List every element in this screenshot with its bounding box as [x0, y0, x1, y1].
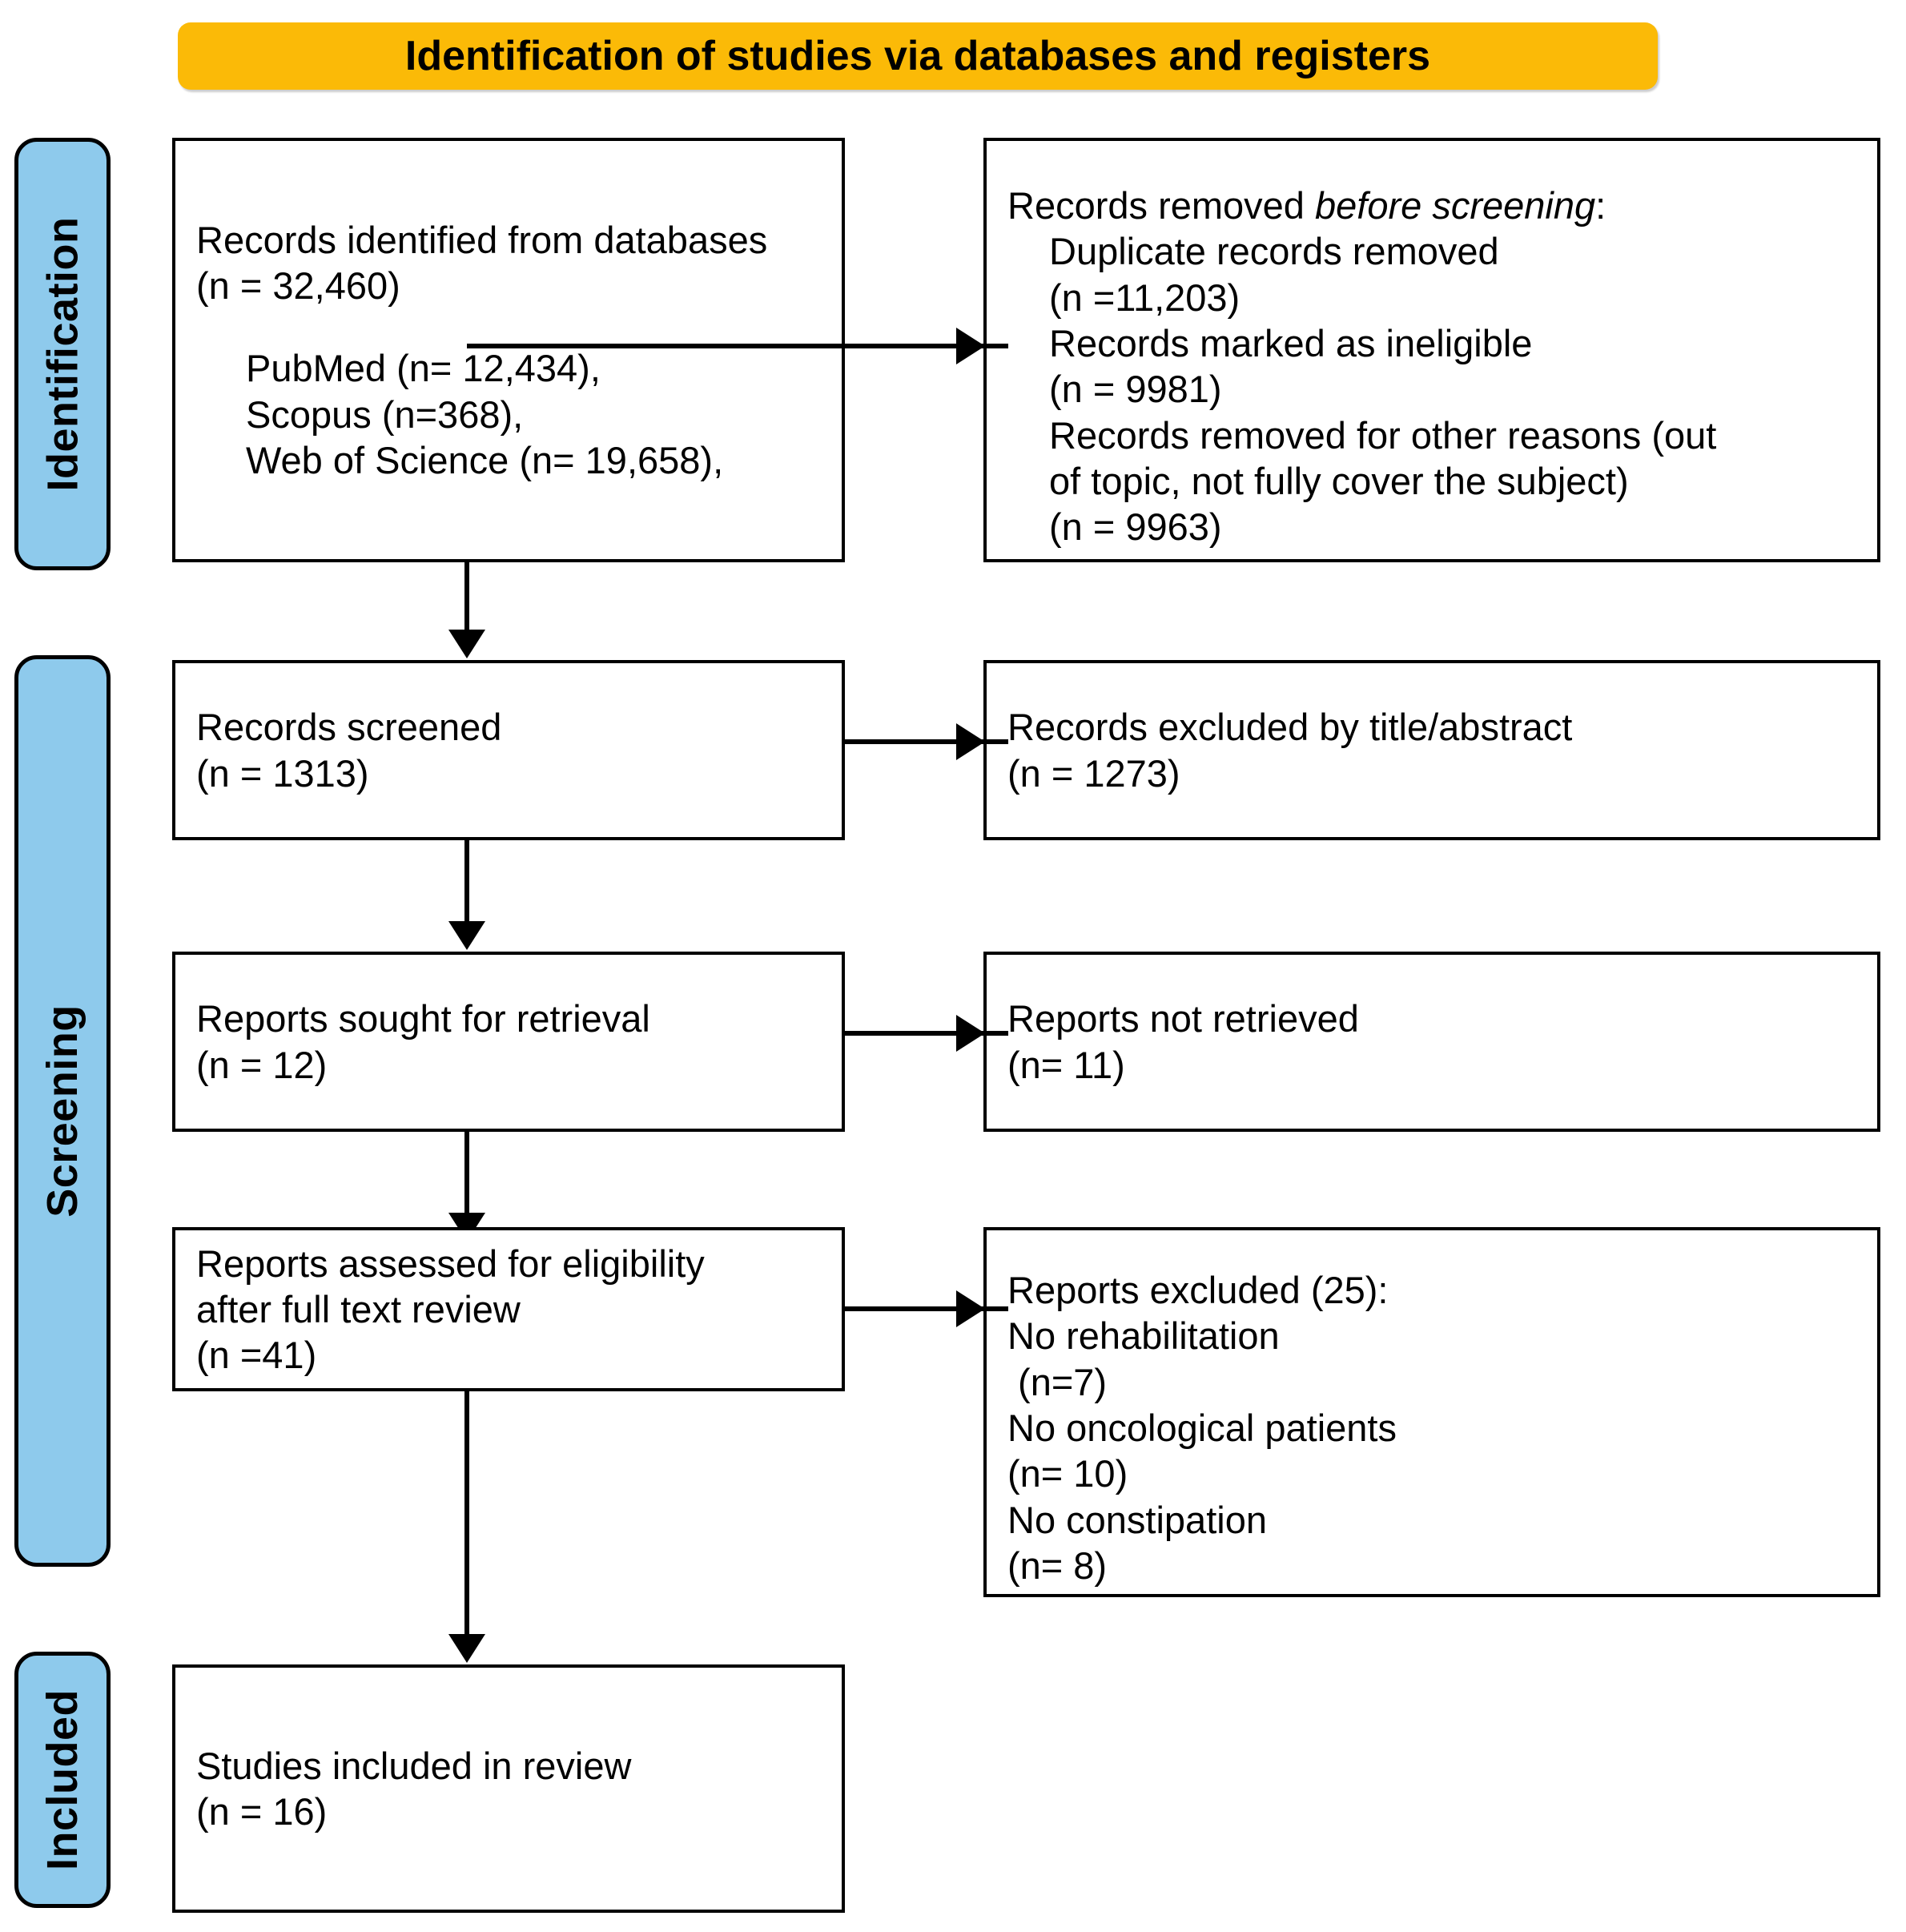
connector-screened-to-sought [464, 840, 469, 927]
phase-bar-included: Included [14, 1652, 111, 1908]
reports-excluded-heading: Reports excluded (25): [1007, 1269, 1389, 1311]
arrowhead-assessed-to-included [448, 1634, 485, 1663]
reports-excluded-no-constipation-label: No constipation [1007, 1498, 1267, 1541]
reports-excluded-no-constipation-n: (n= 8) [1007, 1544, 1108, 1587]
studies-included-n: (n = 16) [196, 1790, 328, 1833]
arrowhead-identified-to-removed [956, 328, 985, 364]
banner-title: Identification of studies via databases … [404, 33, 1431, 79]
reports-excluded-no-oncological-label: No oncological patients [1007, 1406, 1397, 1449]
reports-not-retrieved-n: (n= 11) [1007, 1043, 1125, 1086]
box-records-identified: Records identified from databases (n = 3… [172, 138, 845, 562]
box-reports-sought: Reports sought for retrieval (n = 12) [172, 952, 845, 1132]
records-removed-other-label-line2: of topic, not fully cover the subject) [1049, 459, 1629, 502]
box-records-removed-before-screening: Records removed before screening: Duplic… [983, 138, 1880, 562]
arrowhead-screened-to-excluded [956, 723, 985, 760]
connector-assessed-to-included [464, 1391, 469, 1640]
records-removed-duplicates-n: (n =11,203) [1049, 276, 1241, 319]
arrowhead-sought-to-not-retrieved [956, 1015, 985, 1052]
box-reports-not-retrieved: Reports not retrieved (n= 11) [983, 952, 1880, 1132]
box-records-excluded: Records excluded by title/abstract (n = … [983, 660, 1880, 840]
reports-excluded-no-oncological-n: (n= 10) [1007, 1452, 1128, 1495]
phase-label-included: Included [38, 1688, 87, 1871]
box-records-screened: Records screened (n = 1313) [172, 660, 845, 840]
connector-screened-to-excluded [845, 739, 1008, 744]
phase-bar-identification: Identification [14, 138, 111, 570]
records-removed-other-label-line1: Records removed for other reasons (out [1049, 413, 1717, 457]
reports-excluded-no-rehabilitation-label: No rehabilitation [1007, 1314, 1280, 1358]
records-identified-line-2: (n = 32,460) [196, 264, 400, 307]
records-removed-ineligible-n: (n = 9981) [1049, 368, 1222, 411]
records-excluded-n: (n = 1273) [1007, 751, 1180, 795]
connector-sought-to-assessed [464, 1132, 469, 1218]
arrowhead-screened-to-sought [448, 921, 485, 950]
reports-not-retrieved-label: Reports not retrieved [1007, 997, 1359, 1040]
records-identified-source-pubmed: PubMed (n= 12,434), [246, 347, 601, 390]
phase-label-screening: Screening [38, 1004, 86, 1218]
box-reports-assessed: Reports assessed for eligibility after f… [172, 1227, 845, 1391]
reports-sought-n: (n = 12) [196, 1043, 328, 1086]
records-screened-label: Records screened [196, 706, 502, 749]
records-removed-heading-emphasis: before screening [1315, 184, 1596, 227]
records-removed-duplicates-label: Duplicate records removed [1049, 230, 1499, 273]
reports-assessed-label-line1: Reports assessed for eligibility [196, 1242, 705, 1285]
records-screened-n: (n = 1313) [196, 751, 369, 795]
records-identified-source-web-of-science: Web of Science (n= 19,658), [246, 438, 724, 481]
arrowhead-assessed-to-excluded [956, 1290, 985, 1327]
banner-identification-via-databases: Identification of studies via databases … [178, 22, 1658, 90]
records-identified-line-1: Records identified from databases [196, 218, 768, 261]
studies-included-label: Studies included in review [196, 1744, 632, 1787]
phase-label-identification: Identification [38, 216, 86, 492]
connector-identified-to-removed [467, 344, 1008, 348]
connector-sought-to-not-retrieved [845, 1031, 1008, 1036]
reports-sought-label: Reports sought for retrieval [196, 997, 650, 1040]
records-removed-heading: Records removed before screening: [1007, 183, 1856, 228]
arrowhead-identified-to-screened [448, 630, 485, 658]
connector-assessed-to-excluded [845, 1306, 1008, 1311]
box-reports-excluded: Reports excluded (25): No rehabilitation… [983, 1227, 1880, 1597]
records-excluded-label: Records excluded by title/abstract [1007, 706, 1573, 749]
reports-assessed-n: (n =41) [196, 1334, 317, 1377]
box-studies-included: Studies included in review (n = 16) [172, 1664, 845, 1913]
records-removed-other-n: (n = 9963) [1049, 505, 1222, 549]
records-removed-ineligible-label: Records marked as ineligible [1049, 321, 1533, 364]
records-removed-heading-colon: : [1595, 184, 1606, 227]
reports-assessed-label-line2: after full text review [196, 1287, 521, 1330]
records-identified-source-scopus: Scopus (n=368), [246, 392, 524, 436]
connector-identified-to-screened [464, 562, 469, 634]
reports-excluded-no-rehabilitation-n: (n=7) [1007, 1360, 1108, 1403]
records-removed-heading-prefix: Records removed [1007, 184, 1315, 227]
phase-bar-screening: Screening [14, 655, 111, 1567]
